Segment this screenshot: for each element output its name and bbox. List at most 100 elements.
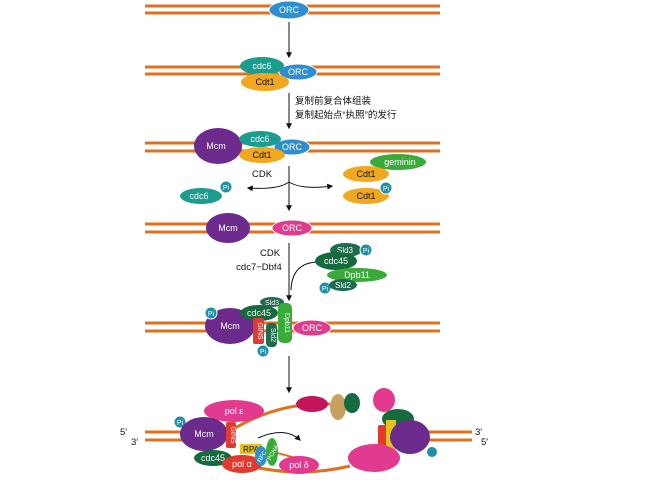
sld3-protein: [260, 297, 284, 307]
stage-6-replisome: 5′ 3′ 3′ 5′ pol ε Pi Mcm GINS RPA cdc45 …: [120, 388, 488, 474]
mcm-label: Mcm: [206, 141, 226, 151]
lagging-strand-arrow: [257, 432, 301, 441]
cdt1-phosphorylated-label: Cdt1: [356, 191, 375, 201]
phosphate-badge: [379, 181, 393, 195]
cdc6-protein: [240, 57, 284, 75]
orc-label: ORC: [302, 323, 323, 333]
mcm-complex: [194, 128, 242, 164]
pol-epsilon-label: pol ε: [225, 406, 244, 416]
orc-label: ORC: [282, 142, 303, 152]
cdc7-dbf4-label: cdc7−Dbf4: [236, 262, 282, 273]
cdt1-phosphorylated: [343, 188, 389, 204]
cdt1-protein: [239, 147, 285, 163]
release-arrow-left: [246, 181, 290, 192]
sld2-protein: [266, 323, 277, 347]
gins-complex: [253, 318, 264, 344]
cdk-label-2: CDK: [260, 248, 281, 259]
phosphate-badge: [204, 306, 218, 320]
right-pol-alpha: [348, 444, 400, 472]
gins-complex: [226, 422, 236, 448]
three-prime-left: 3′: [131, 437, 138, 448]
orc-label: ORC: [288, 67, 309, 77]
dpb11-protein: [278, 303, 292, 343]
mcm-label: Mcm: [194, 429, 214, 439]
right-cdc45: [330, 394, 346, 420]
mcm-label: Mcm: [218, 223, 238, 233]
dpb11-label: Dpb11: [283, 313, 290, 333]
geminin-protein: [370, 154, 426, 170]
cdc6-released-label: cdc6: [189, 191, 208, 201]
sld3-label: Sld3: [337, 246, 354, 255]
recruit-arrow: [290, 261, 320, 291]
right-gins: [373, 388, 395, 412]
cdt1-protein: [241, 73, 289, 91]
release-arrow-right: [288, 181, 334, 190]
orc-complex: [273, 138, 311, 156]
cdk-cdc7-step: CDK cdc7−Dbf4 Sld3 Pi cdc45 Dpb11 Pi Sld…: [236, 243, 387, 302]
stage-2-cdc6-cdt1: ORC cdc6 Cdt1: [145, 57, 440, 91]
rfc-label: RFC: [257, 450, 269, 464]
rfc-protein: [255, 446, 267, 466]
cdc45-protein: [240, 305, 278, 321]
dpb11-label: Dpb11: [344, 270, 370, 280]
orc-complex: [271, 219, 313, 237]
phosphate-label: Pi: [260, 349, 267, 356]
phosphate-label: Pi: [363, 248, 370, 255]
mcm-complex: [180, 417, 228, 451]
phosphate-badge: [173, 415, 187, 429]
pol-delta: [279, 456, 319, 474]
gins-label: GINS: [229, 426, 236, 443]
orc-complex: [278, 63, 318, 81]
gins-label: GINS: [256, 322, 263, 339]
rpa-label: RPA: [243, 445, 260, 454]
pol-alpha-label: pol α: [232, 459, 252, 469]
mcm-complex: [206, 213, 250, 243]
orc-complex: [268, 0, 310, 20]
five-prime-right: 5′: [481, 437, 488, 448]
phosphate-label: Pi: [177, 420, 184, 427]
rpa-protein: [240, 444, 262, 454]
cdt1-geminin-bound-label: Cdt1: [356, 169, 375, 179]
orc-label: ORC: [282, 223, 303, 233]
cdk-phosphorylation-step: CDK cdc6 Pi geminin Cdt1 Cdt1 Pi: [180, 154, 426, 212]
dpb11-protein: [327, 268, 387, 282]
three-prime-right: 3′: [475, 427, 482, 438]
phosphate-label: Pi: [223, 185, 230, 192]
sld2-protein: [329, 279, 357, 291]
pol-alpha: [222, 455, 262, 473]
caption-origin-licensing: 复制起始点“执照”的发行: [295, 109, 397, 121]
cdc45-label: cdc45: [201, 453, 225, 463]
cdk-label: CDK: [252, 169, 273, 180]
cdt1-geminin-bound: [343, 166, 389, 182]
right-phosphate-badge: [427, 447, 437, 457]
cdc6-protein: [239, 131, 281, 147]
sld3-label: Sld3: [265, 300, 279, 307]
cdc45-protein: [194, 450, 232, 466]
mcm-complex: [205, 308, 255, 344]
pol-delta-label: pol δ: [289, 460, 309, 470]
cdc6-label: cdc6: [252, 61, 271, 71]
stage-4-mcm-orc: Mcm ORC: [145, 213, 440, 243]
stage-1-origin: ORC: [145, 0, 440, 20]
caption-pre-rc-assembly: 复制前复合体组装: [295, 95, 372, 107]
stage-3-pre-rc: Mcm ORC cdc6 Cdt1: [145, 128, 440, 164]
cdc6-released: [180, 188, 222, 204]
orc-label: ORC: [279, 5, 300, 15]
five-prime-left: 5′: [120, 427, 127, 438]
right-pol-epsilon: [296, 396, 328, 412]
cdt1-label: Cdt1: [252, 150, 271, 160]
cdc45-label: cdc45: [247, 308, 271, 318]
right-mcm-part: [344, 393, 360, 413]
pol-epsilon: [204, 400, 264, 422]
pcna-protein: [266, 438, 278, 466]
phosphate-badge: [256, 344, 270, 358]
mcm-label: Mcm: [220, 321, 240, 331]
cdt1-label: Cdt1: [255, 77, 274, 87]
phosphate-label: Pi: [383, 186, 390, 193]
phosphate-label: Pi: [322, 286, 329, 293]
phosphate-badge: [359, 243, 373, 257]
phosphate-label: Pi: [208, 311, 215, 318]
geminin-label: geminin: [384, 157, 416, 167]
stage-5-pre-ic: Mcm Pi cdc45 Sld3 GINS Dpb11 Sld2 Pi ORC: [145, 297, 440, 358]
cdc45-protein: [315, 252, 357, 270]
